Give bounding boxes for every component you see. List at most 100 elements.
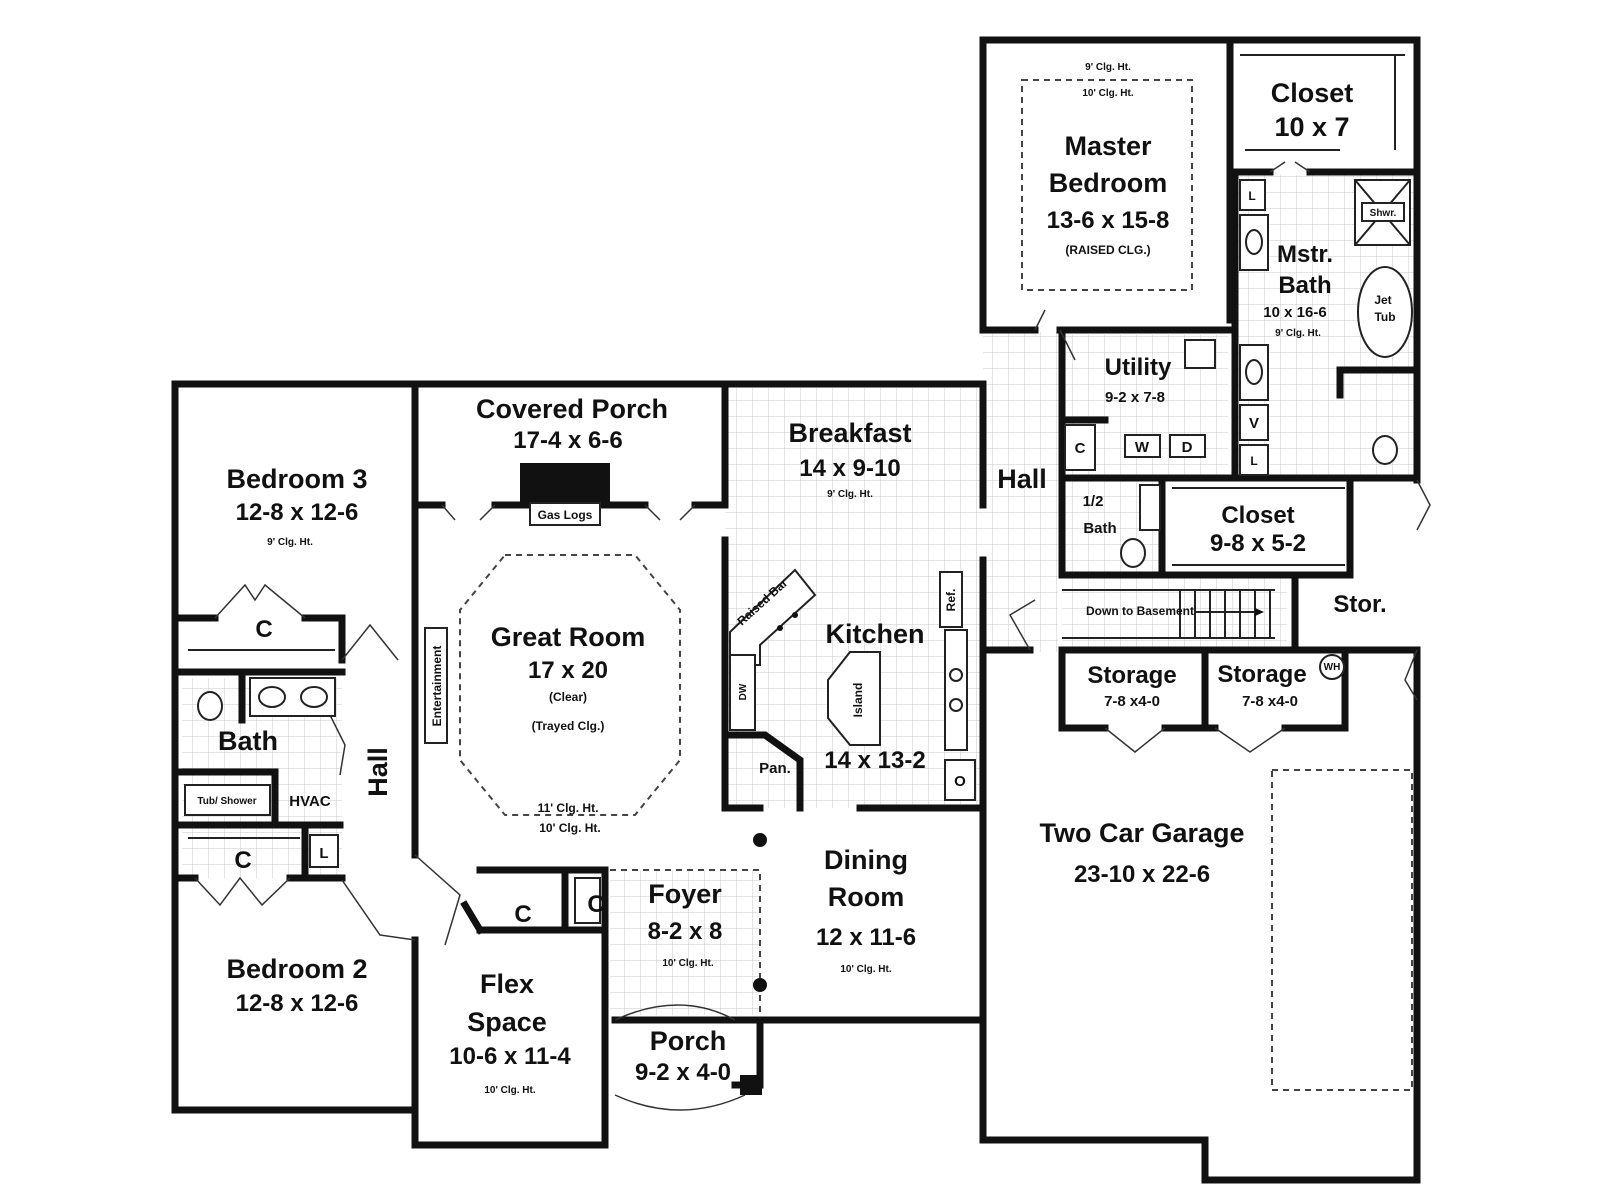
- hall-linen-label: L: [319, 845, 328, 862]
- tub-shower-label: Tub/ Shower: [197, 796, 256, 807]
- water-heater: [1319, 654, 1345, 680]
- oven: [944, 759, 976, 801]
- mstr-bath-clg: 9' Clg. Ht.: [1275, 328, 1321, 339]
- dining-dims: 12 x 11-6: [816, 924, 916, 951]
- flex-title-2: Space: [467, 1007, 547, 1037]
- master-closet-dims: 10 x 7: [1274, 112, 1349, 142]
- room-labels: 9' Clg. Ht. 10' Clg. Ht. Master Bedroom …: [218, 62, 1387, 1096]
- mstr-bath-dims: 10 x 16-6: [1263, 304, 1326, 321]
- hall-left-title: Hall: [363, 747, 393, 797]
- mstr-toilet: [1372, 435, 1398, 465]
- half-bath-title-1: 1/2: [1083, 493, 1104, 510]
- jet-tub-label-2: Tub: [1374, 310, 1395, 324]
- master-bedroom-dims: 13-6 x 15-8: [1047, 207, 1170, 234]
- storage2-title: Storage: [1217, 661, 1306, 688]
- great-room-note-2: (Trayed Clg.): [532, 719, 605, 733]
- great-room-clg-1: 11' Clg. Ht.: [538, 801, 599, 815]
- master-clg-2: 10' Clg. Ht.: [1082, 88, 1133, 99]
- column-bottom: [753, 978, 767, 992]
- porch-dims: 9-2 x 4-0: [635, 1059, 731, 1086]
- column-top: [753, 833, 767, 847]
- gas-logs-label: Gas Logs: [538, 508, 593, 522]
- walls: [171, 36, 1421, 1184]
- utility-closet-label: C: [1075, 440, 1086, 457]
- washer: [1124, 434, 1161, 458]
- dashed-outlines: [459, 79, 1413, 1091]
- oven-label: O: [954, 773, 966, 790]
- range: [944, 629, 968, 751]
- dining-title-1: Dining: [824, 845, 908, 875]
- great-room-dims: 17 x 20: [528, 657, 608, 684]
- mstr-bath-title-1: Mstr.: [1277, 241, 1333, 268]
- stairs: [1062, 589, 1275, 639]
- bedroom3-title: Bedroom 3: [226, 464, 367, 494]
- linen-label-bottom: L: [1250, 454, 1257, 468]
- dryer: [1169, 434, 1206, 458]
- master-bedroom-title-2: Bedroom: [1049, 168, 1168, 198]
- porch-title: Porch: [650, 1026, 727, 1056]
- dryer-label: D: [1182, 439, 1193, 456]
- master-bedroom-note: (RAISED CLG.): [1065, 243, 1150, 257]
- kitchen-dims: 14 x 13-2: [824, 747, 925, 774]
- bedroom2-dims: 12-8 x 12-6: [236, 990, 359, 1017]
- covered-porch-dims: 17-4 x 6-6: [513, 427, 622, 454]
- mid-closet-title: Closet: [1221, 502, 1294, 529]
- linen-label-top: L: [1248, 189, 1255, 203]
- breakfast-clg: 9' Clg. Ht.: [827, 489, 873, 500]
- great-room-clg-2: 10' Clg. Ht.: [539, 821, 601, 835]
- utility-dims: 9-2 x 7-8: [1105, 389, 1165, 406]
- refrigerator: [939, 571, 963, 628]
- master-clg-1: 9' Clg. Ht.: [1085, 62, 1131, 73]
- great-room-note-1: (Clear): [549, 690, 587, 704]
- foyer-dims: 8-2 x 8: [648, 918, 723, 945]
- master-bedroom-title-1: Master: [1064, 131, 1152, 161]
- foyer-title: Foyer: [648, 879, 722, 909]
- ref-label: Ref.: [944, 589, 958, 612]
- fireplace: [520, 463, 610, 503]
- down-to-basement-label: Down to Basement: [1086, 604, 1194, 618]
- flex-clg: 10' Clg. Ht.: [484, 1085, 535, 1096]
- utility-sink: [1184, 339, 1216, 369]
- flex-closet-label: C: [514, 901, 531, 928]
- vanity-label: V: [1249, 415, 1259, 432]
- mid-closet-dims: 9-8 x 5-2: [1210, 530, 1306, 557]
- flex-title-1: Flex: [480, 969, 534, 999]
- mstr-bath-title-2: Bath: [1278, 272, 1331, 299]
- washer-label: W: [1135, 439, 1150, 456]
- breakfast-dims: 14 x 9-10: [799, 455, 900, 482]
- pantry-label: Pan.: [759, 760, 791, 777]
- tub-shower: [184, 784, 271, 816]
- half-bath-sink: [1139, 484, 1161, 531]
- entertainment-center: [424, 627, 448, 744]
- great-room-title: Great Room: [491, 622, 646, 652]
- dw-label: DW: [738, 683, 749, 700]
- foyer-clg: 10' Clg. Ht.: [662, 958, 713, 969]
- flex-dims: 10-6 x 11-4: [449, 1043, 571, 1070]
- hvac-label: HVAC: [289, 793, 331, 810]
- jet-tub-label-1: Jet: [1374, 293, 1391, 307]
- half-bath-title-2: Bath: [1083, 520, 1116, 537]
- utility-title: Utility: [1105, 354, 1172, 381]
- kitchen-title: Kitchen: [825, 619, 924, 649]
- shower-label: Shwr.: [1370, 208, 1397, 219]
- bedroom3-clg: 9' Clg. Ht.: [267, 537, 313, 548]
- covered-porch-title: Covered Porch: [476, 394, 668, 424]
- stor-title: Stor.: [1333, 591, 1386, 618]
- storage1-dims: 7-8 x4-0: [1104, 693, 1160, 710]
- bedroom3-dims: 12-8 x 12-6: [236, 499, 359, 526]
- bath-title: Bath: [218, 726, 278, 756]
- door-swings: [194, 161, 1431, 1111]
- dining-clg: 10' Clg. Ht.: [840, 964, 891, 975]
- hall-upper-title: Hall: [997, 464, 1047, 494]
- breakfast-title: Breakfast: [788, 418, 911, 448]
- storage2-dims: 7-8 x4-0: [1242, 693, 1298, 710]
- island-label: Island: [851, 683, 865, 718]
- storage1-title: Storage: [1087, 662, 1176, 689]
- bedroom2-title: Bedroom 2: [226, 954, 367, 984]
- garage-dims: 23-10 x 22-6: [1074, 861, 1210, 888]
- bath-toilet: [197, 691, 223, 721]
- water-heater-label: WH: [1324, 662, 1341, 673]
- garage-title: Two Car Garage: [1039, 818, 1244, 848]
- foyer-closet-label: C: [587, 891, 604, 918]
